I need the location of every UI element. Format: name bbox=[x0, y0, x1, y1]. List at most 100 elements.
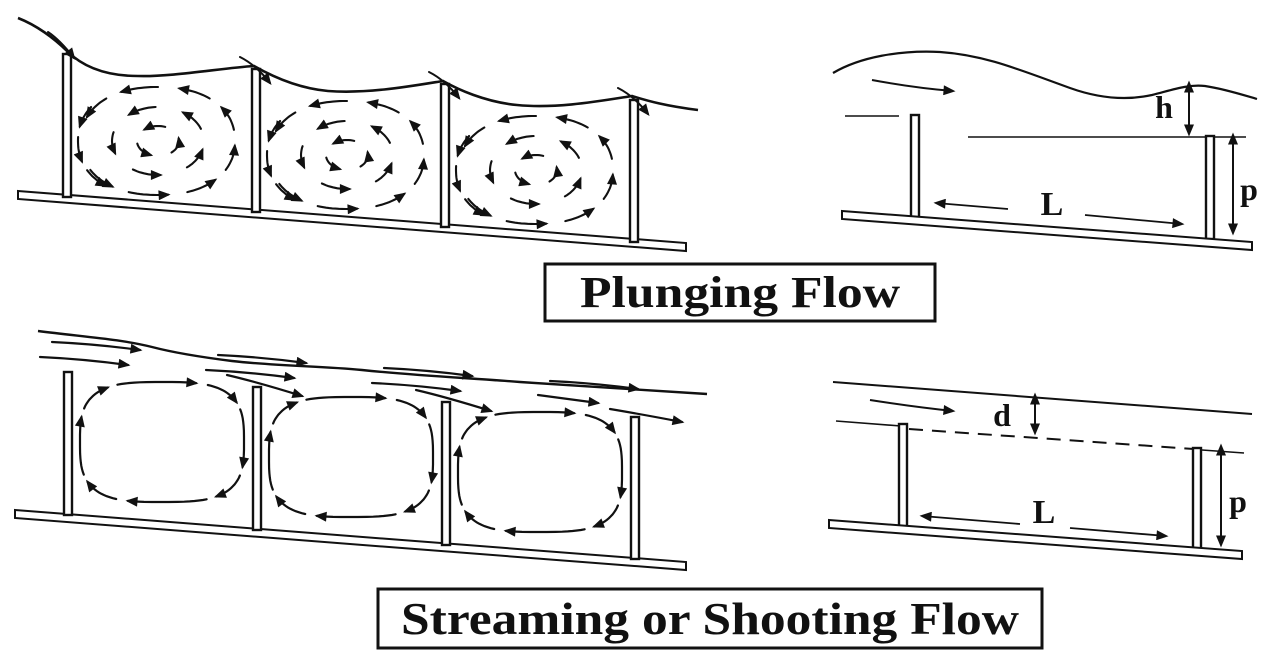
circulation-arrow bbox=[461, 416, 489, 440]
plunging-caption-box: Plunging Flow bbox=[543, 262, 937, 323]
eddy-arrow bbox=[185, 147, 204, 169]
circulation-arrow bbox=[395, 398, 427, 420]
circulation-arrow bbox=[74, 414, 85, 476]
eddy-arrow bbox=[555, 114, 589, 129]
eddy-arrow bbox=[514, 171, 532, 187]
circulation-arrow bbox=[464, 509, 496, 531]
plunge-arrow bbox=[73, 136, 83, 164]
plunge-arrow bbox=[275, 183, 297, 201]
eddy-arrow bbox=[85, 97, 108, 120]
eddy-arrow bbox=[295, 145, 306, 170]
crest-arrow bbox=[414, 388, 494, 413]
eddy-arrow bbox=[558, 140, 580, 159]
weir bbox=[909, 113, 921, 220]
circulation-arrow bbox=[452, 444, 463, 506]
recirculation-eddies bbox=[73, 84, 617, 230]
circulation-arrow bbox=[503, 526, 586, 537]
circulation-arrow bbox=[275, 494, 307, 516]
surface-arrow bbox=[216, 353, 309, 367]
eddy-arrow bbox=[504, 134, 535, 145]
dimension-L-right bbox=[1084, 214, 1185, 229]
weir bbox=[1204, 134, 1216, 241]
label-L: L bbox=[1033, 494, 1056, 531]
channel-bed bbox=[14, 508, 687, 572]
eddy-arrow bbox=[224, 143, 239, 171]
eddy-arrow bbox=[548, 164, 564, 183]
eddy-arrow bbox=[374, 161, 393, 183]
surface-arrow bbox=[382, 366, 475, 380]
eddy-arrow bbox=[359, 149, 375, 168]
flow-arrow bbox=[871, 79, 956, 96]
overfall-arrow bbox=[239, 56, 272, 85]
weir bbox=[629, 415, 641, 561]
eddy-arrow bbox=[375, 192, 407, 208]
eddy-arrow bbox=[170, 135, 186, 154]
overfall-arrow bbox=[617, 87, 650, 116]
streaming-caption: Streaming or Shooting Flow bbox=[401, 594, 1020, 644]
flow-arrow bbox=[869, 399, 956, 415]
circulation-arrow bbox=[591, 504, 619, 528]
eddy-arrow bbox=[484, 160, 495, 185]
surface-arrow bbox=[548, 379, 641, 393]
label-d: d bbox=[993, 397, 1011, 433]
eddy-arrow bbox=[509, 197, 541, 209]
eddy-arrow bbox=[325, 156, 343, 172]
circulation-arrow bbox=[83, 386, 111, 410]
weir bbox=[61, 52, 73, 199]
plunging-pools-diagram bbox=[17, 16, 699, 253]
weir bbox=[1191, 446, 1203, 553]
plunge-arrow bbox=[456, 134, 471, 158]
dimension-L-right bbox=[1069, 527, 1169, 541]
water-surface bbox=[832, 381, 1253, 415]
eddy-arrow bbox=[320, 182, 352, 194]
eddy-arrow bbox=[331, 134, 356, 145]
circulation-arrow bbox=[125, 496, 208, 507]
eddy-arrow bbox=[413, 157, 428, 185]
streaming-caption-box: Streaming or Shooting Flow bbox=[376, 587, 1044, 650]
crest-arrow bbox=[225, 373, 305, 398]
circulation-arrow bbox=[263, 429, 274, 491]
weir bbox=[897, 422, 909, 529]
label-h: h bbox=[1155, 89, 1173, 125]
plunging-caption: Plunging Flow bbox=[580, 268, 900, 317]
eddy-arrow bbox=[186, 178, 218, 194]
weir bbox=[250, 67, 262, 214]
plunge-arrow bbox=[267, 119, 282, 143]
channel-bed bbox=[17, 189, 687, 253]
dimension-L-left bbox=[919, 511, 1021, 525]
weir bbox=[439, 82, 451, 229]
circulation-arrow bbox=[85, 479, 118, 501]
streaming-cells-diagram bbox=[14, 329, 708, 572]
eddy-arrow bbox=[118, 84, 160, 95]
surface-arrow bbox=[38, 355, 131, 369]
label-L: L bbox=[1041, 186, 1064, 223]
eddy-arrow bbox=[142, 120, 167, 131]
circulation-arrow bbox=[213, 474, 241, 498]
eddy-arrow bbox=[505, 219, 549, 230]
circulation-arrow bbox=[239, 408, 250, 470]
surface-flow-arrows bbox=[38, 340, 685, 426]
upstream-crest-line bbox=[835, 420, 902, 427]
circulation-arrow bbox=[314, 511, 397, 522]
eddy-arrow bbox=[602, 172, 617, 200]
streaming-schematic: d L p bbox=[828, 381, 1253, 561]
eddy-arrow bbox=[106, 131, 117, 156]
circulation-arrow bbox=[428, 423, 439, 485]
surface-arrow bbox=[204, 368, 297, 382]
overfall-arrow bbox=[428, 71, 461, 100]
eddy-arrow bbox=[564, 207, 596, 223]
eddy-arrow bbox=[274, 111, 297, 134]
circulation-cells bbox=[74, 377, 628, 537]
eddy-arrow bbox=[315, 119, 346, 130]
water-surface bbox=[37, 329, 708, 396]
eddy-arrow bbox=[127, 190, 171, 201]
eddy-arrow bbox=[316, 204, 360, 215]
eddy-arrow bbox=[520, 149, 545, 160]
weir bbox=[62, 370, 74, 517]
overfall-arrow bbox=[47, 31, 76, 60]
plunging-schematic: h p L bbox=[832, 50, 1258, 252]
circulation-arrow bbox=[584, 413, 616, 435]
label-p: p bbox=[1240, 171, 1258, 207]
channel-bed bbox=[828, 518, 1243, 561]
